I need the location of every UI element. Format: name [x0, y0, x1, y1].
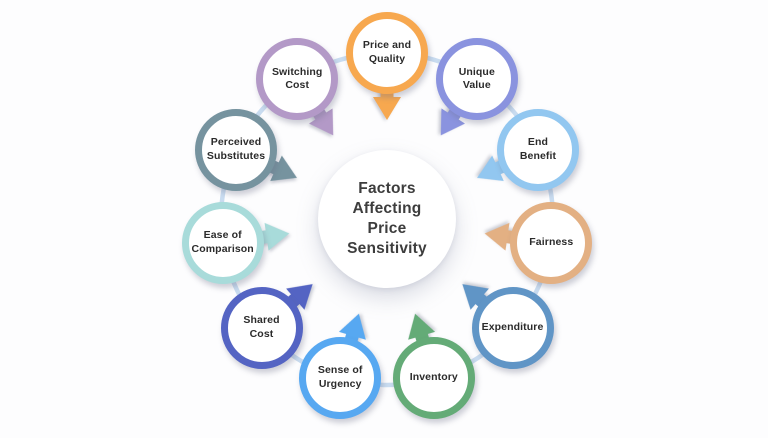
factor-label: Fairness: [529, 235, 574, 248]
factor-bubble: Inventory: [392, 337, 475, 420]
factor-label: Expenditure: [481, 320, 544, 333]
factor-bubble: Expenditure: [471, 286, 554, 369]
factor-label: Inventory: [409, 371, 458, 384]
factor-bubble: Fairness: [510, 201, 593, 284]
